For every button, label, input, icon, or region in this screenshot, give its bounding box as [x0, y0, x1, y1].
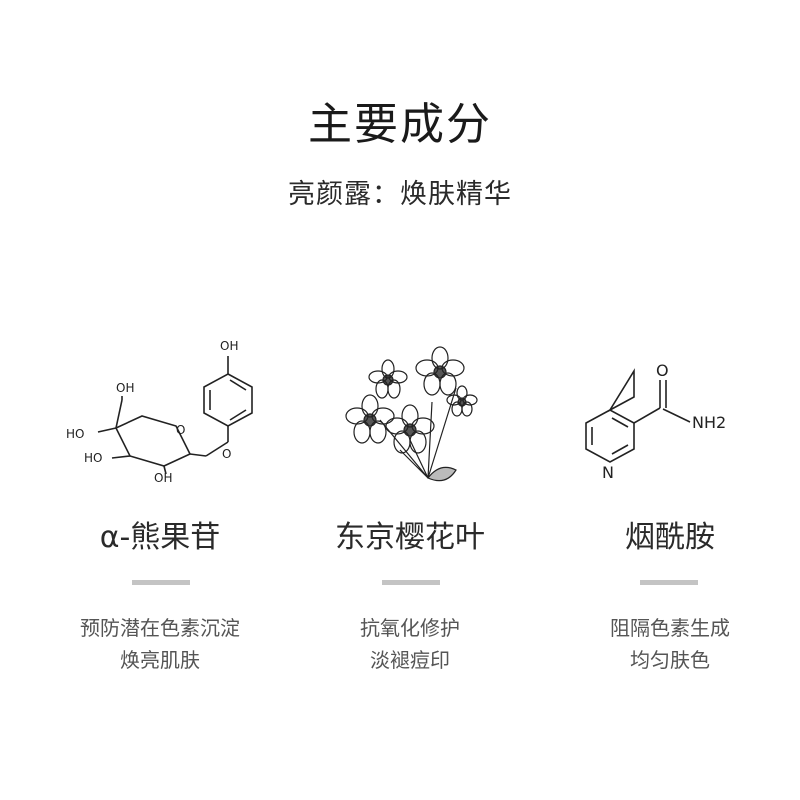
ho-label: HO [66, 427, 84, 441]
ingredient-name: α-熊果苷 [99, 520, 221, 555]
o-label: O [222, 447, 231, 461]
description-line: 均匀肤色 [630, 648, 710, 672]
ho-label: HO [84, 451, 102, 465]
oh-label: OH [220, 339, 238, 353]
ingredient-description: 抗氧化修护 淡褪痘印 [280, 612, 540, 676]
ingredient-card-niacinamide: O NH2 N 烟酰胺 阻隔色素生成 均匀肤色 [540, 330, 800, 690]
divider [382, 580, 440, 585]
description-line: 焕亮肌肤 [120, 648, 200, 672]
arbutin-molecule-icon: OH OH HO HO OH O O [66, 339, 253, 485]
oxygen-label: O [656, 361, 669, 380]
niacinamide-molecule-icon: O NH2 N [585, 361, 726, 482]
o-label: O [176, 423, 185, 437]
ingredient-card-arbutin: OH OH HO HO OH O O α-熊果苷 预防潜在色素沉淀 焕亮肌肤 [30, 330, 290, 690]
divider [640, 580, 698, 585]
amine-label: NH2 [692, 413, 726, 432]
description-line: 预防潜在色素沉淀 [80, 616, 240, 640]
description-line: 阻隔色素生成 [610, 616, 730, 640]
oh-label: OH [154, 471, 172, 485]
ingredient-card-cherry-blossom: 东京樱花叶 抗氧化修护 淡褪痘印 [280, 330, 540, 690]
nitrogen-label: N [602, 463, 614, 482]
cherry-blossom-icon [345, 346, 478, 482]
ingredient-name: 烟酰胺 [625, 520, 715, 555]
page-title: 主要成分 [308, 99, 492, 150]
ingredient-description: 预防潜在色素沉淀 焕亮肌肤 [30, 612, 290, 676]
oh-label: OH [116, 381, 134, 395]
description-line: 抗氧化修护 [360, 616, 460, 640]
page-subtitle: 亮颜露：焕肤精华 [288, 179, 512, 210]
divider [132, 580, 190, 585]
description-line: 淡褪痘印 [370, 648, 450, 672]
ingredient-name: 东京樱花叶 [335, 520, 485, 555]
ingredient-description: 阻隔色素生成 均匀肤色 [540, 612, 800, 676]
